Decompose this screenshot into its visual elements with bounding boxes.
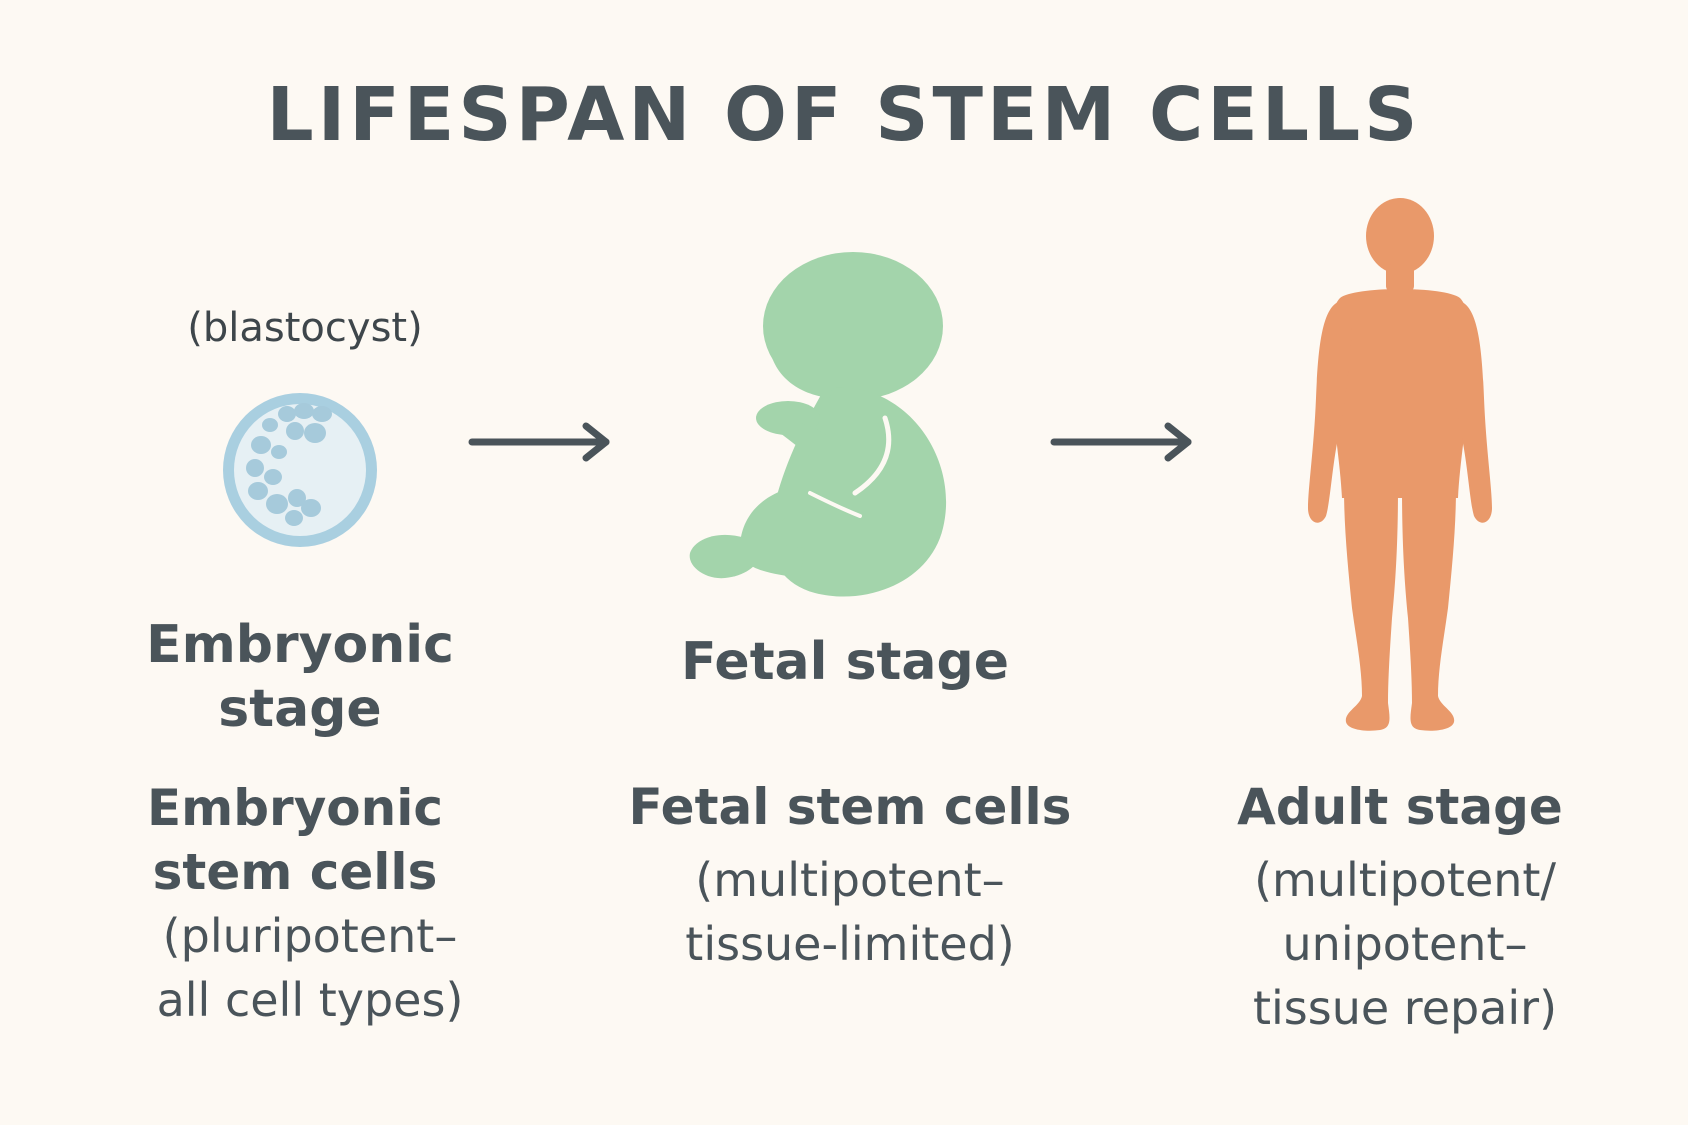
embryonic-cells-description-line: all cell types) — [156, 973, 464, 1027]
fetal-cells-heading-line: Fetal stem cells — [628, 778, 1072, 836]
adult-cells-description-line: (multipotent/ — [1254, 853, 1556, 907]
page-title: LIFESPAN OF STEM CELLS — [266, 72, 1422, 158]
embryonic-cells-heading-line: Embryonic — [146, 779, 444, 837]
fetus-icon — [689, 252, 947, 597]
fetal-stage-label-line: Fetal stage — [681, 632, 1009, 692]
embryonic-cells-description: (pluripotent– all cell types) — [120, 904, 500, 1032]
arrow-right-icon — [1050, 422, 1192, 462]
adult-human-icon — [1308, 198, 1492, 731]
embryonic-cells-heading: Embryonic stem cells — [110, 776, 480, 904]
fetal-cells-description-line: (multipotent– — [695, 853, 1005, 907]
arrow-right-icon — [468, 422, 610, 462]
blastocyst-caption: (blastocyst) — [187, 305, 423, 351]
fetal-cells-heading: Fetal stem cells — [600, 775, 1100, 839]
fetal-cells-description: (multipotent– tissue-limited) — [640, 848, 1060, 976]
embryonic-cells-description-line: (pluripotent– — [162, 909, 458, 963]
fetal-cells-description-line: tissue-limited) — [685, 917, 1015, 971]
embryonic-stage-label-line: Embryonic — [146, 615, 454, 675]
fetal-stage-label: Fetal stage — [640, 630, 1050, 694]
adult-cells-description: (multipotent/ unipotent– tissue repair) — [1160, 848, 1650, 1040]
adult-cells-description-line: unipotent– — [1282, 917, 1528, 971]
adult-stage-heading: Adult stage — [1140, 775, 1660, 839]
adult-stage-heading-line: Adult stage — [1237, 778, 1563, 836]
embryonic-stage-label-line: stage — [218, 679, 382, 739]
adult-cells-description-line: tissue repair) — [1252, 981, 1558, 1035]
embryonic-stage-label: Embryonic stage — [120, 613, 480, 741]
embryonic-cells-heading-line: stem cells — [152, 843, 438, 901]
blastocyst-icon — [223, 393, 377, 547]
